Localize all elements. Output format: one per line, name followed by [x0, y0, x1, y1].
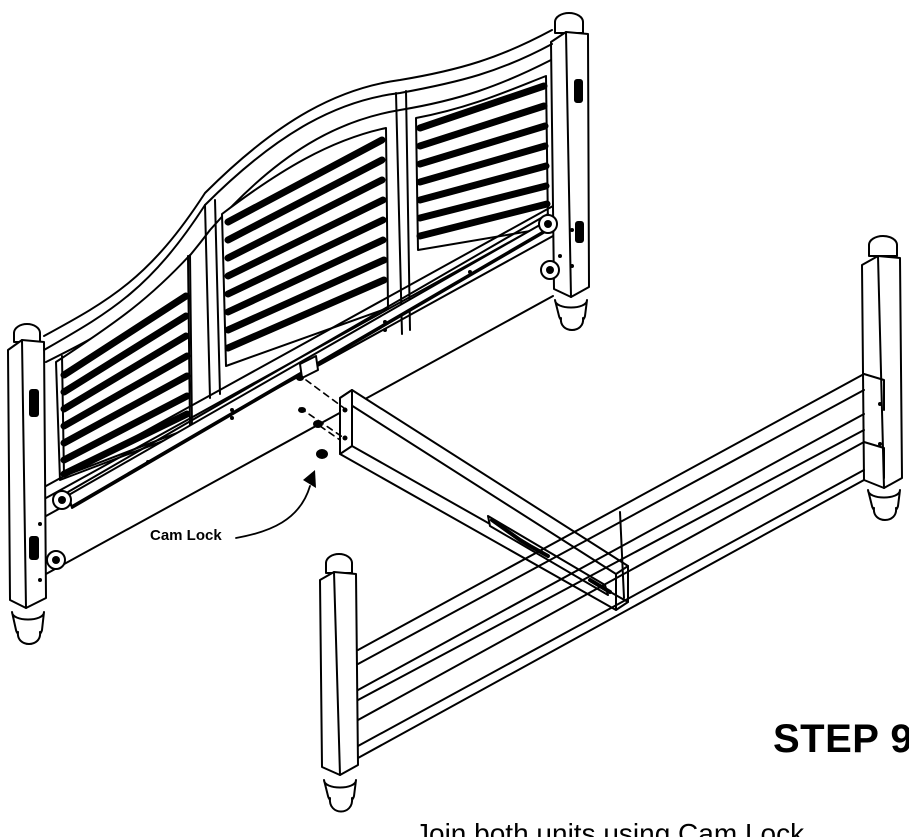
- headboard-panel-right: [415, 75, 551, 251]
- footboard: [319, 235, 903, 813]
- cam-lock-hardware: [296, 375, 328, 459]
- instruction-text: Join both units using Cam Lock: [415, 818, 805, 837]
- headboard-panel-center: [221, 127, 389, 367]
- headboard-left-post: [7, 323, 47, 645]
- cam-lock-leader: [235, 485, 311, 539]
- step-title: STEP 9: [773, 717, 909, 761]
- footboard-left-post: [319, 553, 359, 813]
- headboard-right-post: [550, 12, 590, 331]
- side-rail: [339, 389, 629, 611]
- headboard: [7, 12, 590, 645]
- footboard-right-post: [861, 235, 903, 521]
- cam-lock-label: Cam Lock: [150, 527, 222, 544]
- headboard-lower-rail: [38, 205, 574, 582]
